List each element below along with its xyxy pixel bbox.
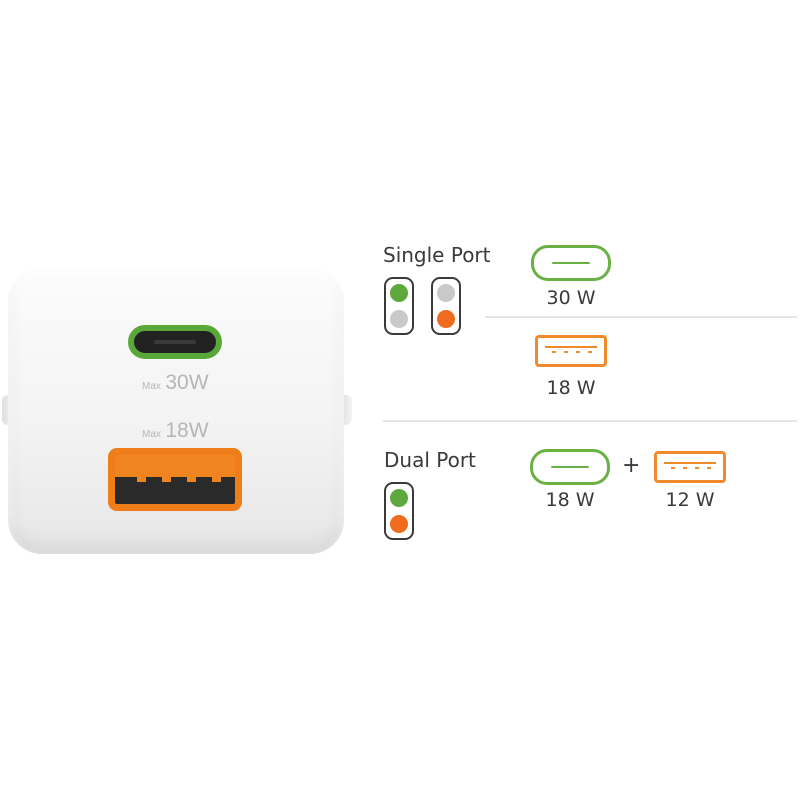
- usb-a-pin: [162, 477, 171, 482]
- charger-usb-c-port-icon: [128, 325, 222, 359]
- usb-a-icon-pin: [695, 467, 699, 469]
- usb-c-max-label: Max 30W: [142, 371, 209, 395]
- usb-a-max-value: 18W: [165, 419, 209, 442]
- usb-a-icon-pin: [564, 351, 568, 353]
- usb-a-icon-pin: [588, 351, 592, 353]
- single-port-inner-divider: [485, 316, 797, 318]
- led-grey-dot: [390, 310, 408, 328]
- usb-a-port-icon: [654, 451, 726, 483]
- section-divider: [383, 420, 797, 422]
- usb-c-port-icon: [531, 245, 611, 281]
- usb-c-tongue: [154, 340, 196, 344]
- usb-a-icon-pin: [552, 351, 556, 353]
- usb-c-icon-line: [551, 466, 589, 468]
- led-indicator-icon: [431, 277, 461, 335]
- usb-c-max-value: 30W: [165, 371, 209, 394]
- led-indicator-icon: [384, 277, 414, 335]
- usb-c-icon-line: [552, 262, 590, 264]
- single-port-usb-c-output: 30 W: [546, 287, 596, 309]
- usb-c-max-prefix: Max: [142, 381, 161, 392]
- usb-a-icon-pin: [576, 351, 580, 353]
- led-green-dot: [390, 284, 408, 302]
- dual-port-usb-c-output: 18 W: [545, 489, 595, 511]
- single-port-heading: Single Port: [383, 243, 491, 267]
- usb-a-max-label: Max 18W: [142, 419, 209, 443]
- dual-port-heading: Dual Port: [384, 448, 476, 472]
- led-green-dot: [390, 489, 408, 507]
- usb-a-icon-pin: [707, 467, 711, 469]
- plus-sign: +: [622, 453, 641, 478]
- usb-a-icon-bar: [545, 346, 597, 348]
- led-grey-dot: [437, 284, 455, 302]
- usb-a-pin: [137, 477, 146, 482]
- usb-c-port-icon: [530, 449, 610, 485]
- usb-a-pin: [187, 477, 196, 482]
- led-orange-dot: [390, 515, 408, 533]
- charger-body: [8, 268, 344, 554]
- single-port-usb-a-output: 18 W: [546, 377, 596, 399]
- dual-port-usb-a-output: 12 W: [665, 489, 715, 511]
- usb-a-max-prefix: Max: [142, 429, 161, 440]
- usb-a-icon-bar: [664, 462, 716, 464]
- led-indicator-icon: [384, 482, 414, 540]
- usb-a-tongue: [115, 455, 235, 477]
- charger-usb-a-port-icon: [108, 448, 242, 511]
- usb-a-pin: [212, 477, 221, 482]
- usb-a-port-icon: [535, 335, 607, 367]
- usb-a-icon-pin: [671, 467, 675, 469]
- usb-a-icon-pin: [683, 467, 687, 469]
- led-orange-dot: [437, 310, 455, 328]
